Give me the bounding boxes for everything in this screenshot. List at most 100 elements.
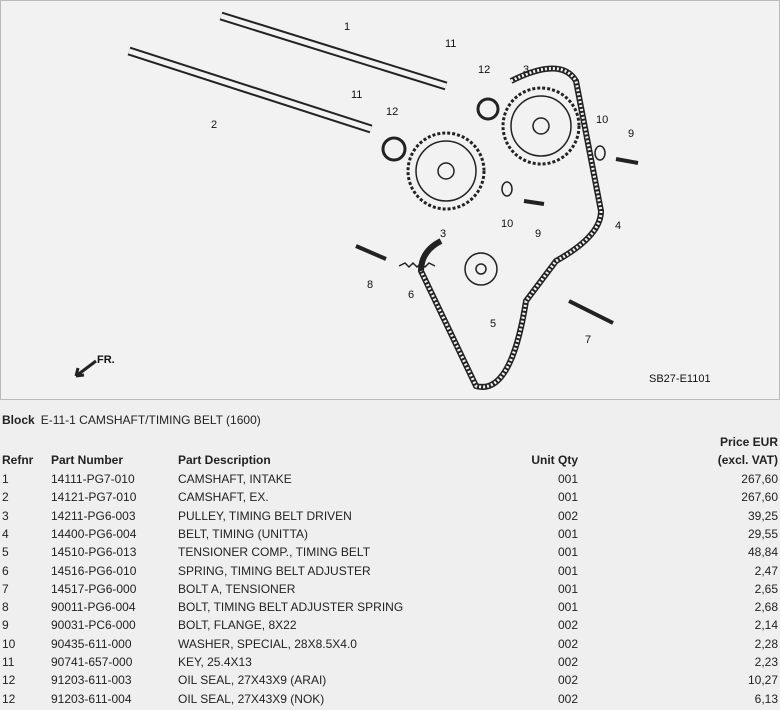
callout: 10 — [596, 114, 608, 126]
callout: 3 — [440, 228, 446, 240]
bolt-tensioner — [568, 299, 614, 325]
cell-description: BOLT A, TENSIONER — [178, 581, 296, 596]
header-part-number: Part Number — [51, 453, 124, 467]
cell-part-number: 14121-PG7-010 — [51, 490, 137, 505]
pulley-upper — [501, 86, 581, 166]
cell-qty: 001 — [557, 581, 578, 596]
cell-price: 2,68 — [754, 600, 778, 615]
table-row: 6 14516-PG6-010 SPRING, TIMING BELT ADJUST… — [0, 564, 780, 582]
callout: 3 — [523, 64, 529, 76]
cell-description: PULLEY, TIMING BELT DRIVEN — [178, 508, 352, 523]
cell-refnr: 4 — [2, 526, 9, 541]
cell-refnr: 11 — [2, 655, 15, 669]
tensioner — [464, 252, 498, 286]
callout: 7 — [585, 334, 591, 346]
cell-price: 2,14 — [754, 618, 778, 633]
cell-description: WASHER, SPECIAL, 28X8.5X4.0 — [178, 636, 357, 651]
cell-part-number: 90435-611-000 — [51, 636, 132, 651]
header-qty: Unit Qty — [531, 453, 578, 467]
cell-price: 267,60 — [741, 490, 778, 505]
cell-refnr: 3 — [2, 508, 9, 523]
cell-refnr: 2 — [2, 490, 9, 505]
cell-description: CAMSHAFT, EX. — [178, 490, 269, 505]
bolt-flange — [523, 199, 545, 206]
callout: 6 — [408, 289, 414, 301]
header-price: Price EUR — [719, 435, 778, 449]
callout: 12 — [386, 106, 398, 118]
cell-refnr: 10 — [2, 636, 16, 651]
callout: 11 — [351, 89, 362, 101]
cell-price: 29,55 — [747, 526, 778, 541]
cell-price: 6,13 — [754, 691, 778, 706]
cell-part-number: 14516-PG6-010 — [51, 563, 137, 578]
callout: 12 — [478, 64, 490, 76]
cell-refnr: 12 — [2, 673, 16, 688]
cell-price: 2,28 — [754, 636, 778, 651]
cell-part-number: 14211-PG6-003 — [51, 508, 136, 523]
cell-description: OIL SEAL, 27X43X9 (NOK) — [178, 691, 325, 706]
table-row: 7 14517-PG6-000 BOLT A, TENSIONER 001 2,65 — [0, 582, 780, 600]
oil-seal — [381, 136, 407, 162]
washer — [501, 181, 513, 197]
cell-qty: 002 — [557, 673, 578, 688]
cell-qty: 001 — [557, 545, 578, 560]
cell-description: KEY, 25.4X13 — [178, 655, 252, 669]
cell-price: 39,25 — [747, 508, 778, 523]
callout: 10 — [501, 218, 513, 230]
cell-qty: 002 — [557, 508, 578, 523]
cell-price: 2,65 — [754, 581, 778, 596]
cell-part-number: 91203-611-004 — [51, 691, 132, 706]
cell-part-number: 14510-PG6-013 — [51, 545, 137, 560]
diagram-code: SB27-E1101 — [649, 373, 711, 385]
washer — [594, 145, 606, 161]
cell-part-number: 91203-611-003 — [51, 673, 132, 688]
callout: 9 — [535, 228, 541, 240]
callout: 4 — [615, 220, 621, 232]
cell-refnr: 12 — [2, 691, 16, 706]
cell-description: CAMSHAFT, INTAKE — [178, 472, 292, 486]
oil-seal — [476, 97, 500, 121]
callout: 8 — [367, 279, 373, 291]
callout: 5 — [490, 318, 496, 330]
cell-price: 10,27 — [747, 673, 778, 688]
cell-part-number: 90741-657-000 — [51, 655, 133, 669]
bolt-adjuster — [355, 244, 387, 261]
callout: 11 — [445, 38, 456, 50]
cell-qty: 001 — [557, 563, 578, 578]
parts-diagram: 1 2 3 3 4 5 6 7 8 9 9 10 10 11 11 12 12 … — [0, 0, 780, 400]
block-label: Block — [2, 413, 35, 427]
cell-price: 48,84 — [747, 545, 778, 560]
cell-part-number: 14400-PG6-004 — [51, 526, 137, 541]
cell-description: BOLT, FLANGE, 8X22 — [178, 618, 297, 633]
cell-refnr: 8 — [2, 600, 9, 615]
callout: 9 — [628, 128, 634, 140]
cell-description: BOLT, TIMING BELT ADJUSTER SPRING — [178, 600, 404, 615]
cell-refnr: 9 — [2, 618, 9, 633]
cell-description: TENSIONER COMP., TIMING BELT — [178, 545, 371, 560]
callouts: 1 2 3 3 4 5 6 7 8 9 9 10 10 11 11 12 12 … — [97, 21, 711, 385]
callout: 2 — [211, 119, 217, 131]
cell-price: 2,47 — [754, 563, 778, 578]
cell-refnr: 7 — [2, 581, 9, 596]
cell-part-number: 14517-PG6-000 — [51, 581, 137, 596]
cell-qty: 002 — [557, 636, 578, 651]
camshaft-intake — [219, 11, 448, 91]
camshaft-exhaust — [127, 46, 373, 134]
cell-qty: 002 — [557, 618, 578, 633]
bolt-flange — [615, 157, 639, 165]
cell-part-number: 14111-PG7-010 — [51, 472, 135, 486]
cell-refnr: 6 — [2, 563, 9, 578]
cell-qty: 002 — [557, 655, 578, 669]
direction-arrow — [74, 359, 97, 378]
header-refnr: Refnr — [2, 453, 34, 467]
cell-description: SPRING, TIMING BELT ADJUSTER — [178, 563, 371, 578]
cell-qty: 001 — [557, 600, 578, 615]
callout: 1 — [344, 21, 350, 33]
